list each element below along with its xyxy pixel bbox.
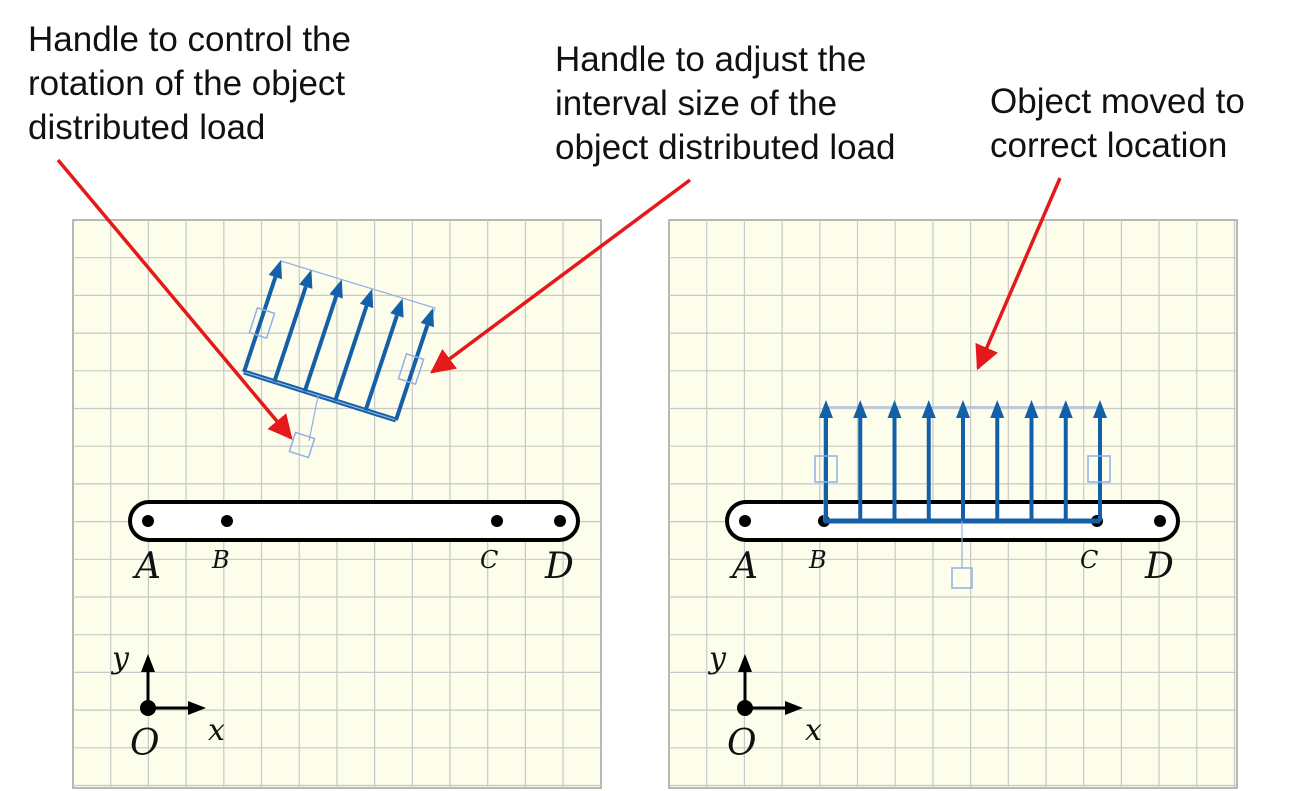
coordinate-axes: O x y: [707, 641, 822, 764]
interval-handle-left[interactable]: [814, 455, 838, 483]
annotation-interval-handle: Handle to adjust the interval size of th…: [555, 40, 896, 167]
load-arrow-shaft: [302, 295, 339, 392]
point-d-dot: [1154, 515, 1166, 527]
load-arrowhead: [1024, 400, 1039, 418]
load-arrowhead: [921, 400, 936, 418]
interval-handle-right[interactable]: [1087, 455, 1111, 483]
x-axis-label: x: [805, 713, 822, 748]
load-arrowhead: [853, 400, 868, 418]
origin-dot: [140, 700, 156, 716]
y-axis-label: y: [707, 641, 727, 676]
load-arrowhead: [956, 400, 970, 418]
load-arrow-shaft: [363, 314, 399, 412]
load-arrowhead: [268, 260, 283, 280]
point-d-dot: [554, 515, 566, 527]
x-axis-arrowhead: [785, 701, 803, 715]
interval-handle-right[interactable]: [397, 352, 425, 386]
rotation-handle[interactable]: [951, 567, 973, 589]
load-arrowhead: [390, 298, 404, 318]
annotation-arrow-interval: [430, 178, 692, 374]
distributed-load-rotated[interactable]: [242, 260, 436, 459]
origin-label: O: [727, 723, 757, 764]
point-d-label: D: [544, 546, 574, 587]
interval-handle-left[interactable]: [248, 306, 276, 340]
load-arrowhead: [887, 400, 902, 418]
point-a-label: A: [132, 546, 161, 587]
x-axis-arrowhead: [188, 701, 206, 715]
load-arrow-shaft: [333, 305, 369, 402]
beam: [128, 500, 580, 542]
point-b-label: B: [808, 546, 827, 574]
point-c-label: C: [480, 546, 498, 574]
origin-dot: [737, 700, 753, 716]
point-a-label: A: [729, 546, 758, 587]
y-axis-label: y: [110, 641, 130, 676]
rotation-handle-stem: [308, 395, 319, 442]
load-arrow-shaft: [242, 276, 278, 373]
load-arrowhead: [420, 308, 435, 328]
annotation-arrow-moved: [975, 177, 1062, 371]
distributed-load-placed[interactable]: [814, 400, 1111, 589]
load-arrowhead: [359, 288, 374, 309]
point-b-dot: [221, 515, 233, 527]
load-arrowhead: [990, 400, 1005, 418]
annotation-rotation-handle: Handle to control the rotation of the ob…: [28, 20, 351, 147]
load-arrowhead: [1058, 400, 1073, 418]
load-arrows: [242, 260, 435, 421]
y-axis-arrowhead: [141, 654, 155, 672]
point-a-dot: [739, 515, 751, 527]
load-arrows: [819, 400, 1107, 521]
x-axis-label: x: [208, 713, 225, 748]
annotation-arrow-rotation: [56, 158, 293, 440]
point-d-label: D: [1144, 546, 1174, 587]
load-arrowhead: [1093, 400, 1107, 418]
panel-before: A B C D O x y: [72, 219, 602, 789]
load-arrowhead: [819, 400, 833, 418]
origin-label: O: [130, 723, 160, 764]
point-c-dot: [491, 515, 503, 527]
load-arrow-shaft: [272, 286, 308, 383]
rotation-handle[interactable]: [288, 431, 316, 459]
annotation-object-moved: Object moved to correct location: [990, 82, 1245, 165]
point-a-dot: [142, 515, 154, 527]
load-arrow-shaft: [394, 324, 430, 421]
point-c-label: C: [1080, 546, 1098, 574]
point-b-label: B: [211, 546, 230, 574]
load-arrowhead: [299, 269, 313, 289]
coordinate-axes: O x y: [110, 641, 225, 764]
panel-after: A B C D O x y: [668, 219, 1238, 789]
y-axis-arrowhead: [738, 654, 752, 672]
load-arrowhead: [329, 279, 343, 299]
